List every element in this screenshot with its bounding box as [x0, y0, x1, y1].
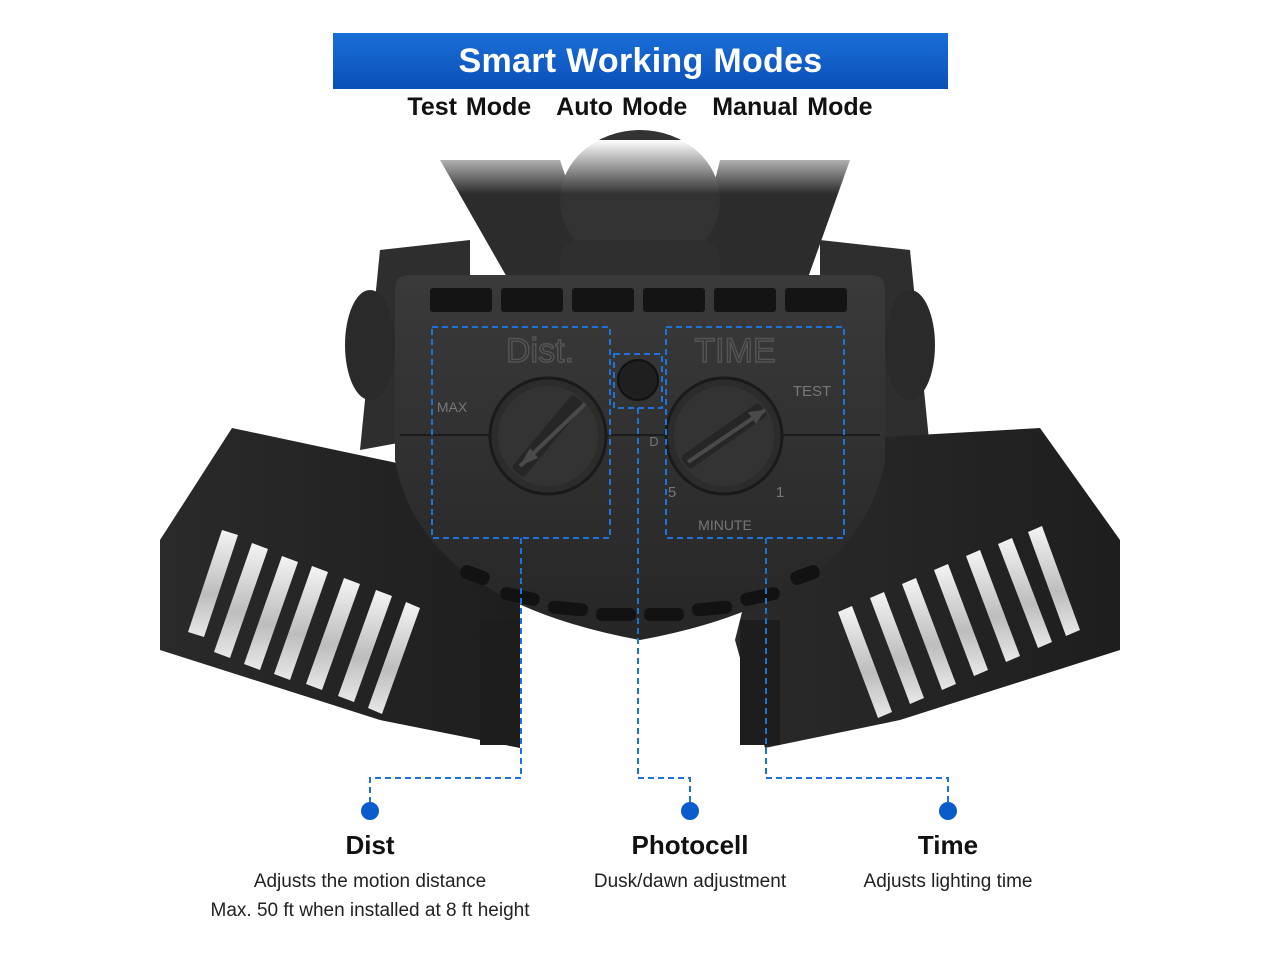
dist-leader-line [369, 538, 522, 802]
dist-knob[interactable] [488, 376, 608, 496]
d-label: D [649, 434, 658, 449]
modes-list: Test Mode Auto Mode Manual Mode [0, 93, 1280, 122]
dist-dot [361, 802, 379, 820]
time-emboss-label: TIME [694, 332, 775, 370]
mode-auto: Auto Mode [556, 93, 688, 121]
minute-label: MINUTE [698, 517, 752, 533]
dist-emboss-label: Dist. [506, 332, 574, 370]
callout-highlights [369, 326, 949, 802]
callout-photocell-line-1: Dusk/dawn adjustment [593, 871, 787, 892]
photocell-dot [681, 802, 699, 820]
callout-time: Time Adjusts lighting time [738, 830, 1158, 896]
callout-dist-line-2: Max. 50 ft when installed at 8 ft height [210, 900, 530, 921]
callout-photocell-title: Photocell [631, 830, 749, 860]
test-label: TEST [793, 383, 831, 400]
time-highlight-box [665, 326, 845, 539]
callout-dist: Dist Adjusts the motion distance Max. 50… [160, 830, 580, 925]
five-label: 5 [668, 484, 676, 501]
sensor-body: Dist. TIME MAX TEST MINUTE 5 1 D [345, 275, 935, 640]
max-label: MAX [437, 399, 468, 415]
callout-photocell: Photocell Dusk/dawn adjustment [480, 830, 900, 896]
photocell-sensor [617, 359, 659, 401]
title-banner: Smart Working Modes [333, 33, 948, 89]
callout-dist-title: Dist [345, 830, 395, 860]
mode-test: Test Mode [407, 93, 532, 121]
photocell-leader-line [637, 408, 691, 802]
time-dot [939, 802, 957, 820]
right-led-slots [838, 526, 1080, 718]
banner-title: Smart Working Modes [458, 41, 823, 80]
time-knob[interactable] [664, 376, 784, 496]
dist-highlight-box [431, 326, 611, 539]
mode-manual: Manual Mode [712, 93, 873, 121]
callout-dist-line-1: Adjusts the motion distance [253, 871, 487, 892]
callout-time-title: Time [917, 830, 979, 860]
time-leader-line [765, 538, 949, 802]
bottom-vents [460, 564, 820, 621]
callout-time-line-1: Adjusts lighting time [863, 871, 1033, 892]
left-led-slots [188, 530, 420, 714]
one-label: 1 [776, 484, 784, 501]
top-vents [430, 288, 847, 312]
